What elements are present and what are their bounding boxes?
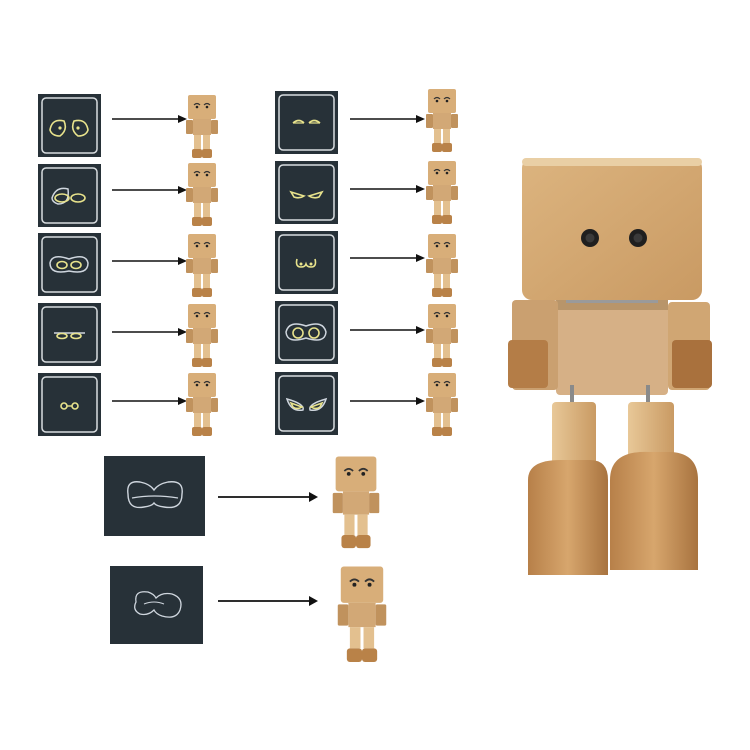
mini-robot bbox=[186, 95, 218, 158]
mini-robot bbox=[426, 89, 458, 152]
eye-panel-right-5 bbox=[275, 372, 338, 435]
mini-robot bbox=[186, 234, 218, 297]
arrow-icon bbox=[350, 115, 425, 123]
eye-panel-right-2 bbox=[275, 161, 338, 224]
arrow-icon bbox=[218, 596, 318, 606]
arrow-icon bbox=[350, 185, 425, 193]
robot-right-leg bbox=[610, 402, 698, 570]
arrow-icon bbox=[112, 257, 187, 265]
mini-robot bbox=[186, 373, 218, 436]
round-eyes-icon bbox=[41, 97, 98, 154]
mini-robot bbox=[426, 373, 458, 436]
mini-robot bbox=[426, 161, 458, 224]
eye-panel-left-1 bbox=[38, 94, 101, 157]
eye-panel-left-3 bbox=[38, 233, 101, 296]
robot-left-arm bbox=[508, 300, 558, 390]
oval-eyes-icon bbox=[41, 167, 98, 224]
robot-eye-icon bbox=[629, 229, 647, 247]
nose-eyes-icon bbox=[278, 234, 335, 291]
eye-panel-right-4 bbox=[275, 301, 338, 364]
mini-robot bbox=[426, 234, 458, 297]
mini-robot bbox=[332, 456, 380, 549]
eye-panel-right-1 bbox=[275, 91, 338, 154]
mini-robot bbox=[186, 163, 218, 226]
fierce-eyes-icon bbox=[278, 375, 335, 432]
mini-robot bbox=[337, 566, 387, 662]
robot-eye-icon bbox=[581, 229, 599, 247]
robot-torso bbox=[556, 295, 668, 395]
arrow-icon bbox=[112, 397, 187, 405]
outline-panel-large-2 bbox=[110, 566, 203, 644]
arrow-icon bbox=[350, 254, 425, 262]
eye-panel-left-5 bbox=[38, 373, 101, 436]
mask-outline-icon bbox=[127, 481, 183, 509]
flat-eyes-icon bbox=[41, 306, 98, 363]
eye-panel-left-2 bbox=[38, 164, 101, 227]
arrow-icon bbox=[350, 397, 425, 405]
outline-panel-large-1 bbox=[104, 456, 205, 536]
sleepy-eyes-icon bbox=[278, 94, 335, 151]
wooden-robot-photo bbox=[508, 158, 712, 575]
mini-robot bbox=[426, 304, 458, 367]
arrow-icon bbox=[218, 492, 318, 502]
robot-head bbox=[522, 158, 702, 300]
eye-panel-right-3 bbox=[275, 231, 338, 294]
arrow-icon bbox=[112, 115, 187, 123]
eye-panel-left-4 bbox=[38, 303, 101, 366]
mini-robot bbox=[186, 304, 218, 367]
arrow-icon bbox=[350, 326, 425, 334]
wide-eyes-icon bbox=[41, 236, 98, 293]
robot-left-leg bbox=[528, 402, 608, 575]
swirl-outline-icon bbox=[134, 591, 182, 618]
arrow-icon bbox=[112, 328, 187, 336]
small-eyes-icon bbox=[41, 376, 98, 433]
arrow-icon bbox=[112, 186, 187, 194]
big-eyes-icon bbox=[278, 304, 335, 361]
angry-eyes-icon bbox=[278, 164, 335, 221]
robot-right-arm bbox=[668, 302, 712, 390]
